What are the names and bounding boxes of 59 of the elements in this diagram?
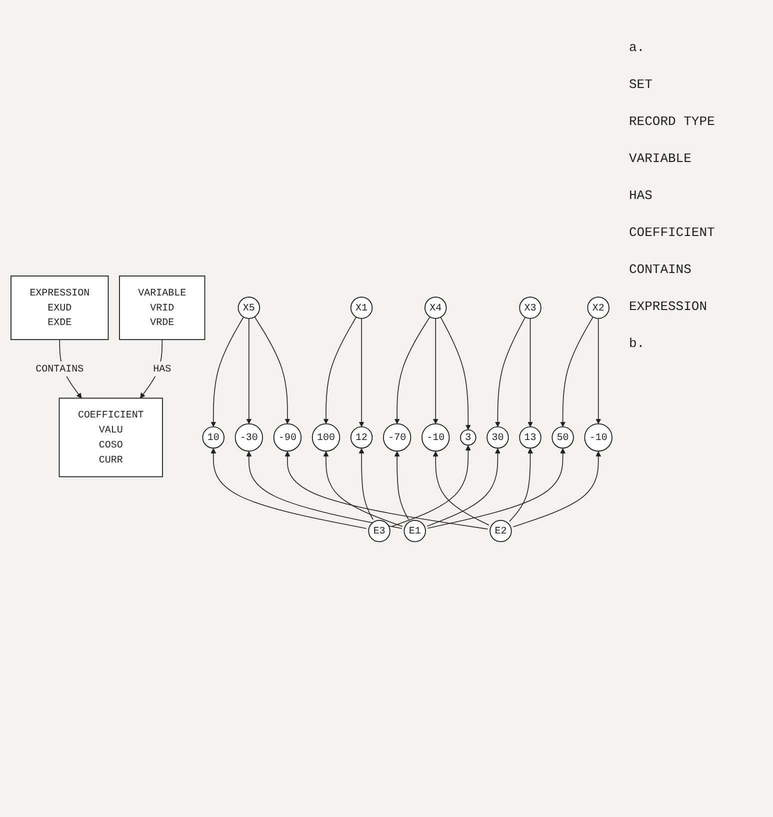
label-text: VARIABLE <box>629 151 692 166</box>
label-text: b. <box>629 336 646 351</box>
node-circle: E1 <box>404 520 426 542</box>
label-text: HAS <box>629 188 654 203</box>
arrow <box>432 318 438 424</box>
arrow <box>432 450 490 526</box>
node-circle: 10 <box>202 426 224 448</box>
label-text: EXPRESSION <box>629 299 708 314</box>
arrow <box>391 444 471 527</box>
node-circle: X5 <box>238 296 260 319</box>
node-circle: E3 <box>368 520 390 542</box>
arrow <box>394 316 430 424</box>
arrow <box>394 450 409 520</box>
arrow <box>358 318 364 427</box>
label-text: RECORD TYPE <box>629 114 716 129</box>
label-text: CONTAINS <box>629 262 692 277</box>
arrow <box>254 316 290 424</box>
node-circle: -30 <box>234 423 264 452</box>
arrow <box>494 316 526 427</box>
arrow <box>512 450 602 527</box>
edge-label: HAS <box>153 362 172 374</box>
node-circle: 12 <box>350 426 373 448</box>
edge-label: CONTAINS <box>36 362 84 374</box>
arrow <box>140 338 163 398</box>
node-circle: 13 <box>519 426 542 448</box>
node-circle: -10 <box>584 423 612 452</box>
node-box: COEFFICIENT VALU COSO CURR <box>58 397 163 477</box>
arrow <box>210 448 367 529</box>
label-text: COEFFICIENT <box>629 225 716 240</box>
node-circle: 30 <box>486 426 509 448</box>
arrow <box>560 316 594 427</box>
arrow <box>427 448 566 528</box>
node-circle: 100 <box>312 423 340 452</box>
arrow <box>509 448 533 522</box>
arrow <box>426 448 500 526</box>
arrow <box>246 318 252 424</box>
node-circle: 50 <box>552 426 574 448</box>
arrow <box>440 316 471 430</box>
label-text: SET <box>629 77 654 92</box>
node-circle: X2 <box>587 296 610 319</box>
node-box: VARIABLE VRID VRDE <box>119 275 206 340</box>
arrow <box>246 450 402 529</box>
node-circle: -70 <box>382 423 412 452</box>
node-box: EXPRESSION EXUD EXDE <box>10 275 109 340</box>
arrow <box>323 316 357 424</box>
node-circle: 3 <box>460 428 476 446</box>
arrow <box>210 316 244 427</box>
node-circle: X3 <box>519 296 542 319</box>
node-circle: -90 <box>273 423 302 452</box>
arrow <box>323 450 403 527</box>
label-text: a. <box>629 40 646 55</box>
arrow <box>358 448 374 520</box>
node-circle: X1 <box>350 296 373 319</box>
arrow <box>596 318 602 424</box>
node-circle: -10 <box>421 423 450 452</box>
node-circle: X4 <box>424 296 447 319</box>
arrow <box>284 450 488 530</box>
arrow <box>528 318 533 427</box>
node-circle: E2 <box>490 520 512 542</box>
